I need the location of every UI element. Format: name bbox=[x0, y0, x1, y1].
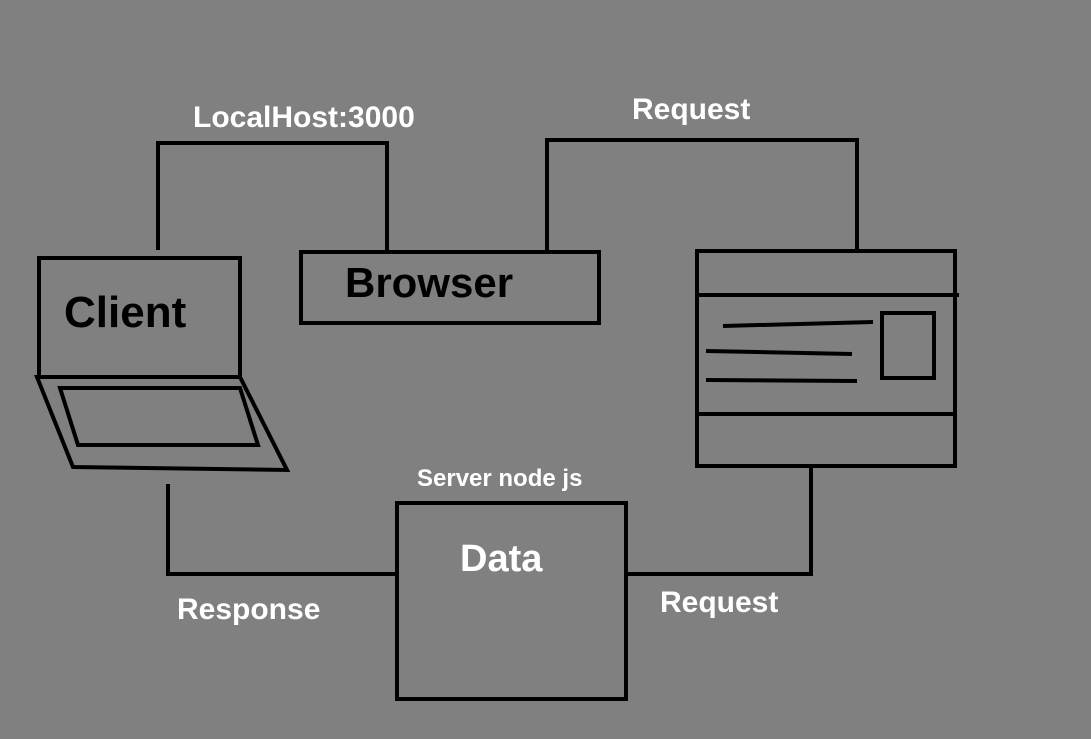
browser-node bbox=[299, 250, 601, 325]
localhost-label: LocalHost:3000 bbox=[193, 101, 415, 134]
laptop-keyboard-base bbox=[34, 375, 291, 473]
laptop-icon bbox=[34, 256, 291, 473]
laptop-trackpad bbox=[57, 386, 261, 447]
webpage-text-line bbox=[705, 378, 858, 383]
webpage-icon bbox=[695, 249, 959, 468]
webpage-text-line bbox=[705, 349, 853, 356]
webpage-image-placeholder bbox=[880, 311, 936, 380]
webpage-text-line bbox=[722, 320, 874, 328]
webpage-frame bbox=[695, 249, 957, 468]
request-label-bottom: Request bbox=[660, 586, 778, 619]
connector-client-browser bbox=[156, 141, 389, 252]
server-node bbox=[395, 501, 628, 701]
data-label: Data bbox=[460, 538, 543, 580]
connector-browser-page bbox=[545, 138, 859, 252]
browser-label: Browser bbox=[345, 259, 513, 306]
client-label: Client bbox=[64, 288, 187, 337]
server-caption: Server node js bbox=[417, 465, 582, 492]
connector-page-server bbox=[626, 466, 813, 576]
connector-server-client bbox=[166, 484, 397, 576]
response-label: Response bbox=[177, 593, 320, 626]
request-label-top: Request bbox=[632, 93, 750, 126]
